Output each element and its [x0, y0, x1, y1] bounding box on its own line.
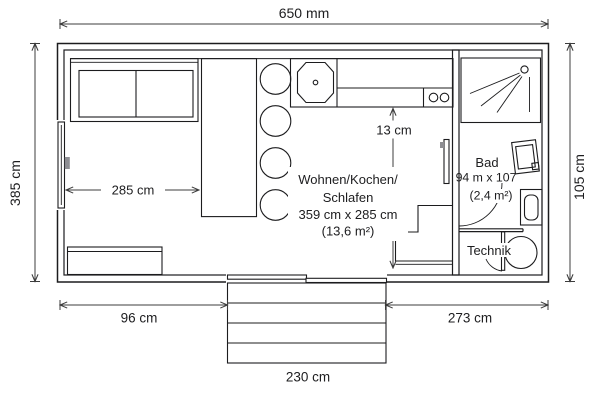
wardrobe — [200, 58, 258, 218]
shower — [460, 57, 542, 124]
shower-head-icon — [520, 65, 529, 74]
window-handle — [64, 157, 70, 169]
bad-door-handle — [440, 142, 444, 148]
label-entry-width: 96 cm — [121, 311, 158, 326]
label-overall-depth: 385 cm — [7, 160, 23, 206]
bath-partition-wall — [451, 49, 524, 276]
label-masks — [101, 120, 519, 257]
washbasin — [511, 139, 540, 175]
stools — [259, 63, 292, 221]
terrace-steps — [226, 282, 387, 364]
dimension-lines — [30, 19, 575, 310]
stool — [259, 105, 292, 137]
label-bath-area: (2,4 m²) — [469, 189, 512, 203]
label-terrace-width: 230 cm — [286, 370, 330, 385]
stool — [259, 189, 292, 221]
label-bed-width: 285 cm — [112, 183, 155, 198]
label-living-size: 359 cm x 285 cm — [299, 207, 398, 222]
label-bath-name: Bad — [475, 155, 498, 170]
stool — [259, 147, 292, 179]
hob-knob — [428, 92, 439, 103]
kitchen-counter — [289, 58, 454, 108]
bed — [69, 58, 453, 123]
label-technik: Technik — [467, 243, 512, 258]
label-living-area: (13,6 m²) — [322, 224, 375, 239]
stool — [259, 63, 292, 95]
technik-door-swing — [485, 258, 503, 272]
hob-knob — [439, 92, 450, 103]
label-bath-height: 105 cm — [571, 154, 587, 200]
label-living-width: 273 cm — [448, 311, 492, 326]
sink-drain — [312, 79, 319, 86]
sink — [296, 61, 335, 104]
toilet — [519, 188, 543, 226]
label-counter-depth: 13 cm — [376, 123, 411, 138]
label-overall-width: 650 mm — [279, 5, 330, 21]
label-bath-size: 94 m x 107 — [456, 171, 517, 185]
bench — [66, 246, 163, 276]
bad-door-leaf — [443, 138, 450, 185]
label-living-line2: Schlafen — [323, 190, 374, 205]
left-window — [57, 121, 70, 209]
label-living-line1: Wohnen/Kochen/ — [298, 172, 398, 187]
